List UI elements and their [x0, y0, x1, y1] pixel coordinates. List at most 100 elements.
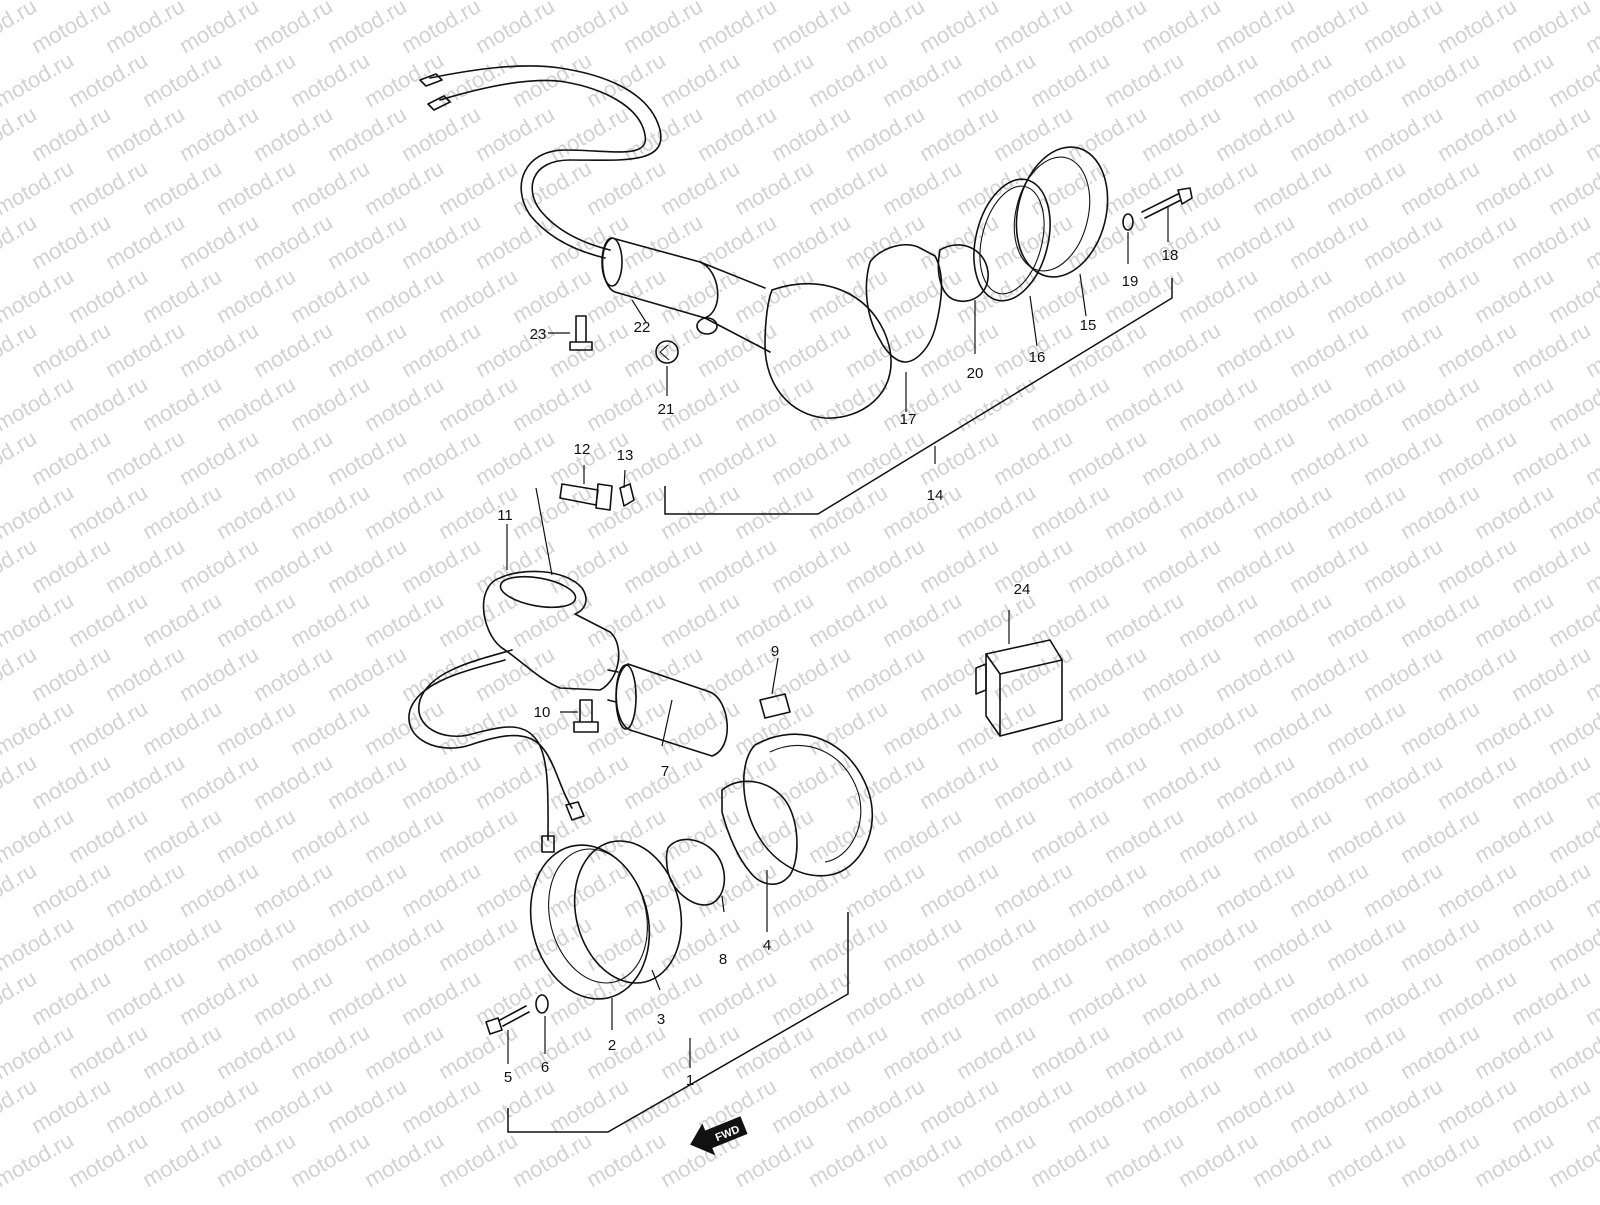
watermark-text: motod.ru — [841, 1073, 929, 1138]
watermark-text: motod.ru — [582, 47, 670, 112]
watermark-text: motod.ru — [582, 587, 670, 652]
watermark-text: motod.ru — [1211, 857, 1299, 922]
fwd-direction-marker: FWD — [690, 1116, 748, 1156]
watermark-text: motod.ru — [212, 479, 300, 544]
watermark-text: motod.ru — [508, 1127, 596, 1192]
wire-harness-upper-2 — [439, 79, 647, 259]
watermark-text: motod.ru — [1211, 533, 1299, 598]
watermark-text: motod.ru — [730, 155, 818, 220]
watermark-text: motod.ru — [1174, 479, 1262, 544]
watermark-text: motod.ru — [64, 911, 152, 976]
wire-lead-upper-1 — [419, 73, 443, 87]
lower-bolt-10 — [573, 699, 599, 733]
watermark-text: motod.ru — [138, 479, 226, 544]
callout-9: 9 — [771, 643, 779, 660]
watermark-text: motod.ru — [1507, 101, 1595, 166]
watermark-text: motod.ru — [878, 587, 966, 652]
watermark-text: motod.ru — [101, 209, 189, 274]
watermark-text: motod.ru — [693, 965, 781, 1030]
watermark-text: motod.ru — [1026, 1019, 1114, 1084]
watermark-text: motod.ru — [1063, 641, 1151, 706]
watermark-text: motod.ru — [878, 371, 966, 436]
upper-turn-signal-assembly — [419, 65, 1193, 419]
watermark-text: motod.ru — [1544, 587, 1600, 652]
watermark-text: motod.ru — [1026, 803, 1114, 868]
callout-16: 16 — [1029, 349, 1046, 366]
watermark-text: motod.ru — [1137, 533, 1225, 598]
watermark-text: motod.ru — [286, 47, 374, 112]
watermark-text: motod.ru — [323, 101, 411, 166]
watermark-text: motod.ru — [1174, 371, 1262, 436]
watermark-text: motod.ru — [175, 533, 263, 598]
callout-24: 24 — [1014, 581, 1031, 598]
lower-lens-inner — [548, 848, 648, 984]
watermark-text: motod.ru — [1100, 695, 1188, 760]
watermark-text: motod.ru — [1470, 479, 1558, 544]
watermark-text: motod.ru — [1100, 803, 1188, 868]
watermark-text: motod.ru — [138, 47, 226, 112]
watermark-text: motod.ru — [286, 695, 374, 760]
watermark-text: motod.ru — [360, 155, 448, 220]
watermark-text: motod.ru — [138, 911, 226, 976]
watermark-text: motod.ru — [915, 317, 1003, 382]
watermark-text: motod.ru — [360, 263, 448, 328]
watermark-text: motod.ru — [1137, 425, 1225, 490]
watermark-text: motod.ru — [471, 0, 559, 58]
watermark-text: motod.ru — [27, 101, 115, 166]
lower-lens — [529, 844, 651, 1000]
watermark-text: motod.ru — [1322, 47, 1410, 112]
watermark-text: motod.ru — [952, 263, 1040, 328]
watermark-text: motod.ru — [1211, 317, 1299, 382]
watermark-text: motod.ru — [1211, 209, 1299, 274]
watermark-text: motod.ru — [767, 749, 855, 814]
callout-15: 15 — [1080, 317, 1097, 334]
callout-17: 17 — [900, 411, 917, 428]
watermark-text: motod.ru — [27, 0, 115, 58]
watermark-text: motod.ru — [656, 803, 744, 868]
watermark-text: motod.ru — [1137, 641, 1225, 706]
watermark-text: motod.ru — [730, 1127, 818, 1192]
watermark-text: motod.ru — [915, 749, 1003, 814]
watermark-text: motod.ru — [1396, 263, 1484, 328]
watermark-text: motod.ru — [1322, 587, 1410, 652]
watermark-text: motod.ru — [397, 209, 485, 274]
watermark-text: motod.ru — [1507, 641, 1595, 706]
watermark-text: motod.ru — [1396, 155, 1484, 220]
watermark-text: motod.ru — [360, 479, 448, 544]
watermark-text: motod.ru — [1285, 533, 1373, 598]
watermark-text: motod.ru — [693, 101, 781, 166]
watermark-text: motod.ru — [212, 911, 300, 976]
watermark-text: motod.ru — [767, 533, 855, 598]
watermark-text: motod.ru — [841, 425, 929, 490]
watermark-text: motod.ru — [1248, 371, 1336, 436]
watermark-text: motod.ru — [138, 1019, 226, 1084]
watermark-text: motod.ru — [434, 371, 522, 436]
watermark-text: motod.ru — [730, 47, 818, 112]
callout-6: 6 — [541, 1059, 549, 1076]
upper-lens — [1015, 146, 1109, 278]
watermark-text: motod.ru — [212, 803, 300, 868]
watermark-text: motod.ru — [804, 587, 892, 652]
watermark-text: motod.ru — [878, 263, 966, 328]
watermark-text: motod.ru — [286, 911, 374, 976]
watermark-text: motod.ru — [212, 587, 300, 652]
watermark-text: motod.ru — [27, 533, 115, 598]
watermark-text: motod.ru — [693, 425, 781, 490]
watermark-text: motod.ru — [249, 533, 337, 598]
watermark-text: motod.ru — [360, 911, 448, 976]
watermark-text: motod.ru — [1470, 1019, 1558, 1084]
watermark-text: motod.ru — [582, 911, 670, 976]
watermark-text: motod.ru — [1100, 911, 1188, 976]
watermark-text: motod.ru — [767, 317, 855, 382]
watermark-text: motod.ru — [212, 47, 300, 112]
watermark-text: motod.ru — [212, 155, 300, 220]
watermark-text: motod.ru — [1544, 263, 1600, 328]
watermark-text: motod.ru — [878, 911, 966, 976]
watermark-text: motod.ru — [1507, 965, 1595, 1030]
watermark-text: motod.ru — [1285, 101, 1373, 166]
relay-connector — [975, 663, 987, 695]
watermark-text: motod.ru — [1433, 101, 1521, 166]
callout-22: 22 — [634, 319, 651, 336]
watermark-text: motod.ru — [1137, 101, 1225, 166]
